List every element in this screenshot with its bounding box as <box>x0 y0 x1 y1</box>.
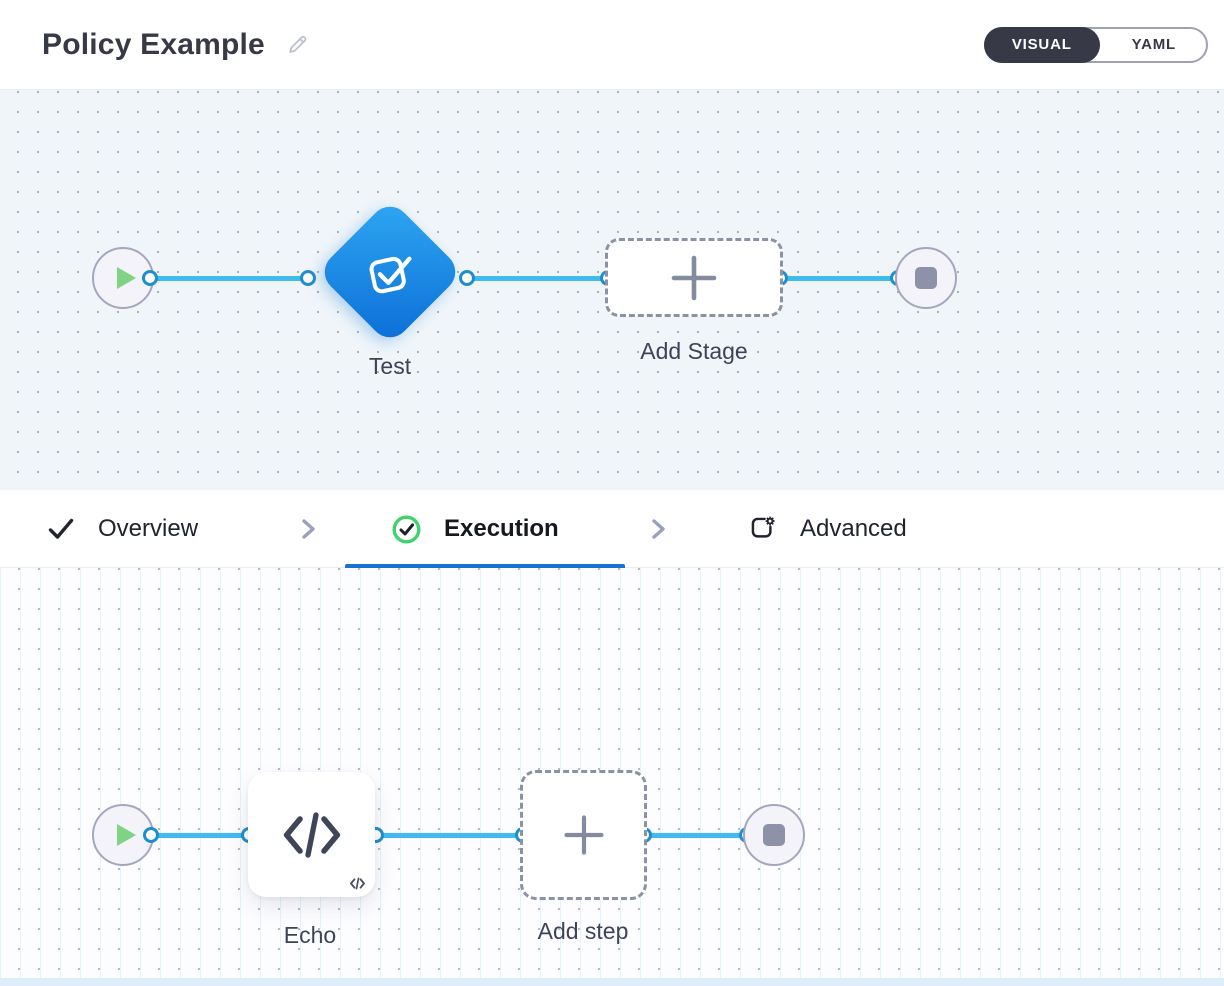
page-title: Policy Example <box>42 27 265 61</box>
tab-overview-label: Overview <box>98 515 199 542</box>
stage-label: Test <box>368 353 412 379</box>
chevron-right-icon <box>296 514 320 544</box>
visual-yaml-toggle: VISUAL YAML <box>983 26 1208 63</box>
code-icon-small <box>350 877 365 890</box>
stage-canvas[interactable]: Test Add Stage <box>0 90 1224 490</box>
connection-point[interactable] <box>142 270 158 286</box>
connector-line <box>644 833 747 838</box>
play-icon <box>116 824 136 846</box>
tab-execution-label: Execution <box>444 515 559 542</box>
settings-square-icon <box>751 516 775 538</box>
tab-execution[interactable]: Execution <box>391 490 559 568</box>
step-node-echo[interactable] <box>248 772 375 897</box>
check-circle-icon <box>392 514 421 544</box>
code-icon <box>283 811 340 858</box>
step-label: Echo <box>283 922 337 948</box>
connector-line <box>151 833 249 838</box>
toggle-visual-label: VISUAL <box>1011 36 1072 53</box>
plus-icon <box>563 815 604 855</box>
connection-point[interactable] <box>459 270 475 286</box>
stop-icon <box>915 267 937 289</box>
stage-config-tabs: Overview Execution <box>0 490 1224 568</box>
toggle-yaml-label: YAML <box>1131 36 1176 53</box>
next-section-edge <box>0 978 1224 986</box>
stop-icon <box>763 824 785 846</box>
connector-line <box>376 833 523 838</box>
toggle-visual-button[interactable]: VISUAL <box>983 26 1100 63</box>
step-type-badge <box>349 877 366 890</box>
connection-point[interactable] <box>143 827 159 843</box>
execution-step-canvas[interactable]: Echo Add step <box>0 568 1224 986</box>
toggle-yaml-button[interactable]: YAML <box>1100 27 1208 63</box>
plus-icon <box>671 255 717 300</box>
connector-line <box>467 276 608 281</box>
add-stage-button[interactable] <box>605 238 783 317</box>
tab-overview[interactable]: Overview <box>46 490 198 568</box>
connector-line <box>780 276 898 281</box>
pipeline-end-node <box>895 247 957 309</box>
active-tab-indicator <box>345 564 625 568</box>
stage-node-test[interactable] <box>316 198 464 346</box>
pencil-icon <box>289 35 307 53</box>
execution-end-node <box>743 804 805 866</box>
check-icon <box>48 518 74 539</box>
check-square-icon <box>369 256 412 294</box>
edit-title-button[interactable] <box>287 34 309 56</box>
tab-advanced[interactable]: Advanced <box>748 490 907 568</box>
chevron-right-icon <box>646 514 670 544</box>
add-step-button[interactable] <box>520 770 647 900</box>
play-icon <box>116 267 136 289</box>
add-stage-label: Add Stage <box>640 338 748 364</box>
header: Policy Example VISUAL YAML <box>0 0 1224 90</box>
tab-advanced-label: Advanced <box>800 515 907 542</box>
connection-point[interactable] <box>300 270 316 286</box>
connector-line <box>150 276 308 281</box>
add-step-label: Add step <box>537 918 629 944</box>
